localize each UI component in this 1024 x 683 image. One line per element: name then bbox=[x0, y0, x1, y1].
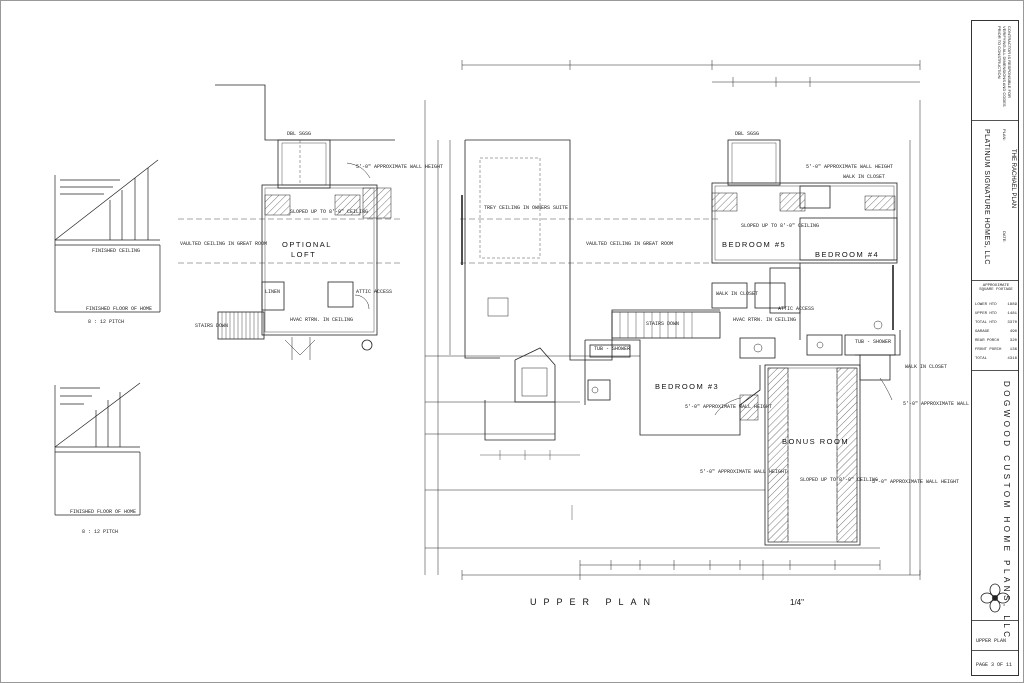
plan-label: PLAN: bbox=[1002, 129, 1007, 141]
note-wall-height-bonus-right: 5'-0" APPROXIMATE WALL HEIGHT bbox=[872, 479, 960, 485]
title-block: CONTRACTOR IS RESPONSIBLE FOR VERIFYING … bbox=[971, 20, 1019, 676]
note-wall-height-right: 5'-0" APPROXIMATE WALL HEIGHT bbox=[903, 401, 991, 407]
room-label-bedroom-3: BEDROOM #3 bbox=[655, 382, 720, 391]
optional-loft-plan bbox=[178, 84, 400, 360]
note-walk-in-closet-2: WALK IN CLOSET bbox=[716, 291, 759, 297]
title-block-footage: APPROXIMATE SQUARE FOOTAGE LOWER HTD 1889… bbox=[972, 281, 1018, 371]
footage-label: LOWER HTD bbox=[975, 303, 997, 307]
note-tray-ceiling: TREY CEILING IN OWNERS SUITE bbox=[484, 205, 569, 211]
note-tub-shower-1: TUB - SHOWER bbox=[594, 346, 631, 352]
section-finished-floor-2: FINISHED FLOOR OF HOME bbox=[70, 509, 137, 515]
footage-value: 320 bbox=[1009, 339, 1017, 343]
note-wall-height-bonus-left: 5'-0" APPROXIMATE WALL HEIGHT bbox=[700, 469, 788, 475]
title-block-sheet-name: UPPER PLAN bbox=[972, 621, 1018, 651]
roof-section-1 bbox=[54, 159, 161, 313]
sheet-title: UPPER PLAN bbox=[530, 597, 658, 607]
footage-label: REAR PORCH bbox=[975, 339, 1000, 343]
note-sloped-bed5: SLOPED UP TO 8'-0" CEILING bbox=[741, 223, 820, 229]
room-label-bedroom-5: BEDROOM #5 bbox=[722, 240, 787, 249]
plan-name: THE RACHAEL PLAN bbox=[1010, 149, 1016, 209]
footage-value: 1481 bbox=[1007, 312, 1017, 316]
disclaimer-text: CONTRACTOR IS RESPONSIBLE FOR VERIFYING … bbox=[996, 26, 1012, 107]
title-block-designer: DOGWOOD CUSTOM HOME PLANS, LLC bbox=[972, 371, 1018, 641]
footage-row: TOTAL 4316 bbox=[975, 357, 1017, 361]
footage-heading: APPROXIMATE SQUARE FOOTAGE bbox=[979, 284, 1013, 293]
room-label-bonus-room: BONUS ROOM bbox=[782, 437, 850, 446]
footage-label: TOTAL bbox=[975, 357, 988, 361]
note-attic-access-loft: ATTIC ACCESS bbox=[356, 289, 393, 295]
footage-value: 136 bbox=[1009, 348, 1017, 352]
footage-row: TOTAL HTD 3370 bbox=[975, 321, 1017, 325]
upper-plan bbox=[424, 60, 921, 580]
note-linen: LINEN bbox=[265, 289, 281, 295]
company-name: PLATINUM SIGNATURE HOMES, LLC bbox=[983, 129, 990, 265]
footage-value: 3370 bbox=[1007, 321, 1017, 325]
footage-label: UPPER HTD bbox=[975, 312, 997, 316]
footage-row: REAR PORCH 320 bbox=[975, 339, 1017, 343]
note-stairs-down-loft: STAIRS DOWN bbox=[195, 323, 229, 329]
sheet-scale: 1/4" bbox=[790, 598, 804, 607]
footage-value: 490 bbox=[1009, 330, 1017, 334]
note-sloped-bonus: SLOPED UP TO 8'-0" CEILING bbox=[800, 477, 879, 483]
section-finished-floor-1: FINISHED FLOOR OF HOME bbox=[86, 306, 153, 312]
section-pitch-2: 8 : 12 PITCH bbox=[82, 529, 119, 535]
roof-section-2 bbox=[54, 382, 141, 516]
section-pitch-1: 8 : 12 PITCH bbox=[88, 319, 125, 325]
note-walk-in-closet-1: WALK IN CLOSET bbox=[843, 174, 886, 180]
footage-value: 1889 bbox=[1007, 303, 1017, 307]
note-wall-height-loft: 5'-0" APPROXIMATE WALL HEIGHT bbox=[356, 164, 444, 170]
room-label-optional: OPTIONAL bbox=[282, 240, 332, 249]
note-stairs-down-main: STAIRS DOWN bbox=[646, 321, 680, 327]
note-wall-height-bed3: 5'-0" APPROXIMATE WALL HEIGHT bbox=[685, 404, 773, 410]
footage-row: LOWER HTD 1889 bbox=[975, 303, 1017, 307]
note-wall-height-bed5: 5'-0" APPROXIMATE WALL HEIGHT bbox=[806, 164, 894, 170]
title-block-disclaimer: CONTRACTOR IS RESPONSIBLE FOR VERIFYING … bbox=[972, 21, 1018, 121]
note-tub-shower-2: TUB - SHOWER bbox=[855, 339, 892, 345]
note-hvac-loft: HVAC RTRN. IN CEILING bbox=[290, 317, 354, 323]
footage-value: 4316 bbox=[1007, 357, 1017, 361]
note-vaulted-main: VAULTED CEILING IN GREAT ROOM bbox=[586, 241, 674, 247]
sheet-name: UPPER PLAN bbox=[976, 638, 1007, 644]
footage-row: FRONT PORCH 136 bbox=[975, 348, 1017, 352]
note-dbl-sgsg-loft: DBL SGSG bbox=[287, 131, 312, 137]
footage-label: TOTAL HTD bbox=[975, 321, 997, 325]
footage-row: GARAGE 490 bbox=[975, 330, 1017, 334]
room-label-loft: LOFT bbox=[291, 250, 317, 259]
room-label-bedroom-4: BEDROOM #4 bbox=[815, 250, 880, 259]
note-sloped-loft: SLOPED UP TO 8'-0" CEILING bbox=[290, 209, 369, 215]
note-attic-access-main: ATTIC ACCESS bbox=[778, 306, 815, 312]
note-dbl-sgsg-main: DBL SGSG bbox=[735, 131, 760, 137]
footage-row: UPPER HTD 1481 bbox=[975, 312, 1017, 316]
title-block-page: PAGE 3 OF 11 bbox=[972, 651, 1018, 675]
dogwood-flower-logo bbox=[980, 583, 1010, 613]
footage-label: FRONT PORCH bbox=[975, 348, 1002, 352]
note-hvac-main: HVAC RTRN. IN CEILING bbox=[733, 317, 797, 323]
section-finished-ceiling: FINISHED CEILING bbox=[92, 248, 141, 254]
note-vaulted-loft: VAULTED CEILING IN GREAT ROOM bbox=[180, 241, 268, 247]
footage-label: GARAGE bbox=[975, 330, 990, 334]
title-block-company: PLATINUM SIGNATURE HOMES, LLC PLAN: THE … bbox=[972, 121, 1018, 281]
page-number: PAGE 3 OF 11 bbox=[976, 662, 1013, 668]
note-walk-in-closet-3: WALK IN CLOSET bbox=[905, 364, 948, 370]
date-label: DATE: bbox=[1002, 231, 1007, 243]
